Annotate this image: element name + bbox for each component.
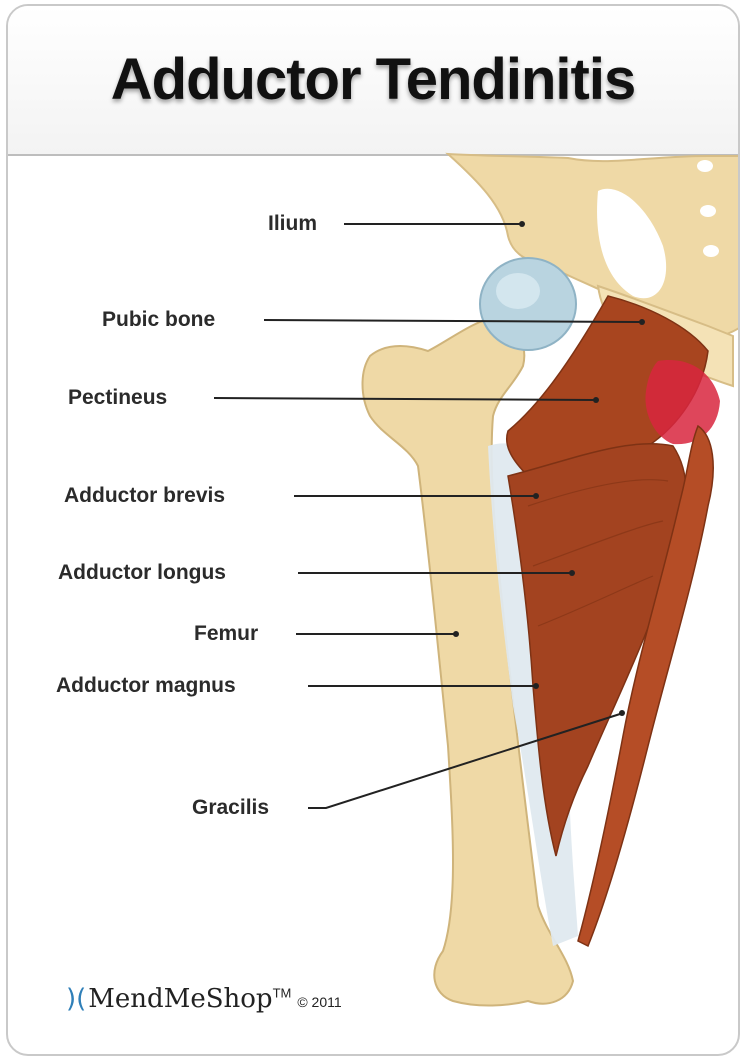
card: Adductor Tendinitis bbox=[6, 4, 740, 1056]
brand-logo: )(MendMeShopTM © 2011 bbox=[66, 984, 342, 1014]
label-adductor-brevis: Adductor brevis bbox=[64, 484, 225, 508]
anatomy-illustration bbox=[8, 6, 740, 1056]
label-femur: Femur bbox=[194, 622, 258, 646]
brand-copyright: © 2011 bbox=[297, 994, 341, 1010]
sacral-foramen bbox=[697, 160, 713, 172]
leader-pectineus bbox=[214, 398, 594, 400]
leader-gracilis-dot bbox=[619, 710, 625, 716]
leader-ilium-dot bbox=[519, 221, 525, 227]
leader-adductor-longus-dot bbox=[569, 570, 575, 576]
leader-pubic-bone bbox=[264, 320, 640, 322]
label-ilium: Ilium bbox=[268, 212, 317, 236]
sacral-foramen bbox=[703, 245, 719, 257]
leader-femur-dot bbox=[453, 631, 459, 637]
label-gracilis: Gracilis bbox=[192, 796, 269, 820]
label-adductor-magnus: Adductor magnus bbox=[56, 674, 236, 698]
brand-trademark: TM bbox=[273, 985, 292, 1000]
femoral-head-highlight bbox=[496, 273, 540, 309]
label-adductor-longus: Adductor longus bbox=[58, 561, 226, 585]
leader-pectineus-dot bbox=[593, 397, 599, 403]
leader-adductor-magnus-dot bbox=[533, 683, 539, 689]
label-pectineus: Pectineus bbox=[68, 386, 167, 410]
label-pubic-bone: Pubic bone bbox=[102, 308, 215, 332]
leader-adductor-brevis-dot bbox=[533, 493, 539, 499]
leader-pubic-bone-dot bbox=[639, 319, 645, 325]
brand-name: MendMeShop bbox=[88, 984, 272, 1014]
sacral-foramen bbox=[700, 205, 716, 217]
brand-mark-icon: )( bbox=[66, 984, 86, 1014]
